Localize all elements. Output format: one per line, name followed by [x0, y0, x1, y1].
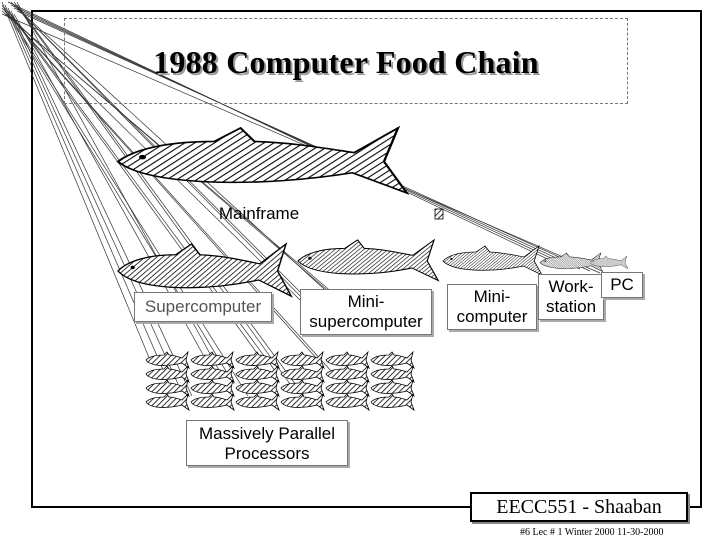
bubble-marker — [434, 208, 444, 220]
perspective-ray — [4, 10, 333, 373]
mpp-fish — [325, 393, 370, 411]
perspective-ray — [13, 7, 581, 270]
mainframe-label: Mainframe — [218, 204, 300, 223]
mpp-fish — [280, 379, 325, 397]
course-footer: EECC551 - Shaaban — [470, 492, 688, 522]
perspective-ray — [1, 13, 601, 274]
perspective-ray — [10, 10, 193, 397]
mpp-fish — [280, 393, 325, 411]
minicomputer-line1: Mini- — [473, 287, 511, 306]
mpp-line1: Massively Parallel — [198, 424, 336, 443]
lecture-note: #6 Lec # 1 Winter 2000 11-30-2000 — [520, 527, 664, 538]
mpp-fish — [325, 379, 370, 397]
perspective-ray — [10, 4, 571, 268]
perspective-ray — [4, 7, 249, 397]
supercomputer-shark — [117, 243, 292, 297]
mpp-fish — [325, 351, 370, 369]
mpp-fish — [145, 365, 190, 383]
workstation-line2: station — [545, 297, 597, 316]
mpp-fish — [145, 351, 190, 369]
mpp-fish — [370, 393, 415, 411]
mainframe-shark — [116, 126, 408, 195]
mpp-fish — [325, 365, 370, 383]
mpp-fish — [235, 393, 280, 411]
minisupercomputer-line1: Mini- — [347, 292, 385, 311]
mpp-fish — [235, 365, 280, 383]
mpp-fish — [190, 365, 235, 383]
perspective-ray — [1, 1, 151, 361]
mpp-fish — [370, 365, 415, 383]
slide-frame — [31, 10, 702, 508]
workstation-line1: Work- — [548, 277, 594, 296]
mpp-fish — [190, 351, 235, 369]
perspective-ray — [7, 1, 561, 266]
mpp-fish — [190, 393, 235, 411]
minisupercomputer-line2: supercomputer — [309, 312, 423, 331]
minisupercomputer-shark — [297, 239, 439, 282]
mpp-fish — [370, 351, 415, 369]
minicomputer-fish — [442, 245, 543, 276]
mpp-fish — [145, 379, 190, 397]
minisupercomputer-label: Mini- supercomputer — [300, 289, 432, 335]
mpp-fish — [280, 351, 325, 369]
mpp-fish — [235, 351, 280, 369]
mpp-fish — [235, 379, 280, 397]
mpp-fish — [190, 379, 235, 397]
pc-label: PC — [601, 272, 643, 298]
mpp-fish — [370, 379, 415, 397]
page-title: 1988 Computer Food Chain — [153, 44, 539, 80]
mpp-label: Massively Parallel Processors — [186, 420, 348, 466]
minicomputer-label: Mini- computer — [447, 284, 537, 330]
title-box — [64, 18, 628, 104]
minicomputer-line2: computer — [456, 307, 528, 326]
supercomputer-label: Supercomputer — [134, 292, 272, 322]
mpp-fish — [145, 393, 190, 411]
mpp-school — [145, 351, 415, 411]
mpp-fish — [280, 365, 325, 383]
workstation-label: Work- station — [538, 274, 604, 320]
mpp-line2: Processors — [224, 444, 310, 463]
